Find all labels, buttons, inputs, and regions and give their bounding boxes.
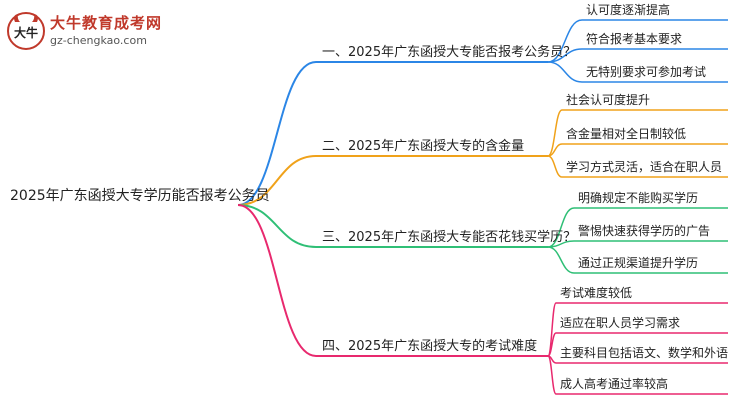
branch-to-leaf-edge xyxy=(547,19,583,63)
bull-logo-icon: 大牛 xyxy=(7,12,45,50)
leaf-node-label: 含金量相对全日制较低 xyxy=(566,126,686,141)
leaf-node-label: 无特别要求可参加考试 xyxy=(586,64,706,79)
leaf-node-label: 考试难度较低 xyxy=(560,285,632,300)
leaf-node-label: 适应在职人员学习需求 xyxy=(560,315,680,330)
branch-node-label: 一、2025年广东函授大专能否报考公务员？ xyxy=(322,44,576,60)
branch-node-label: 二、2025年广东函授大专的含金量 xyxy=(322,138,524,154)
branch-node-label: 四、2025年广东函授大专的考试难度 xyxy=(322,338,537,354)
leaf-node-label: 社会认可度提升 xyxy=(566,92,650,107)
leaf-node-label: 明确规定不能购买学历 xyxy=(578,190,698,205)
root-to-branch-edge xyxy=(237,155,317,206)
site-logo[interactable]: 大牛 大牛教育成考网 gz-chengkao.com xyxy=(6,10,176,52)
branch-to-leaf-edge xyxy=(547,207,575,248)
mind-map-underlines xyxy=(316,19,728,395)
leaf-node-label: 成人高考通过率较高 xyxy=(560,376,668,391)
site-url: gz-chengkao.com xyxy=(50,34,147,47)
leaf-node-label: 学习方式灵活，适合在职人员 xyxy=(566,159,722,174)
branch-to-leaf-edge xyxy=(547,109,563,157)
mind-map-edges xyxy=(237,19,583,395)
leaf-node-label: 符合报考基本要求 xyxy=(586,31,682,46)
branch-to-leaf-edge xyxy=(547,332,557,357)
root-to-branch-edge xyxy=(237,204,317,248)
branch-to-leaf-edge xyxy=(547,61,583,83)
leaf-node-label: 通过正规渠道提升学历 xyxy=(578,255,698,270)
mind-map-labels: 2025年广东函授大专学历能否报考公务员 一、2025年广东函授大专能否报考公务员… xyxy=(10,2,728,391)
site-name: 大牛教育成考网 xyxy=(50,14,163,32)
leaf-node-label: 警惕快速获得学历的广告 xyxy=(578,223,710,238)
branch-to-leaf-edge xyxy=(547,355,557,395)
logo-glyph: 大牛 xyxy=(14,25,38,40)
leaf-node-label: 主要科目包括语文、数学和外语 xyxy=(560,345,728,360)
leaf-node-label: 认可度逐渐提高 xyxy=(586,2,670,17)
root-to-branch-edge xyxy=(237,204,317,357)
branch-to-leaf-edge xyxy=(547,246,575,274)
branch-to-leaf-edge xyxy=(547,155,563,178)
root-to-branch-edge xyxy=(237,61,317,206)
branch-node-label: 三、2025年广东函授大专能否花钱买学历？ xyxy=(322,229,576,245)
root-node-label: 2025年广东函授大专学历能否报考公务员 xyxy=(10,188,270,204)
